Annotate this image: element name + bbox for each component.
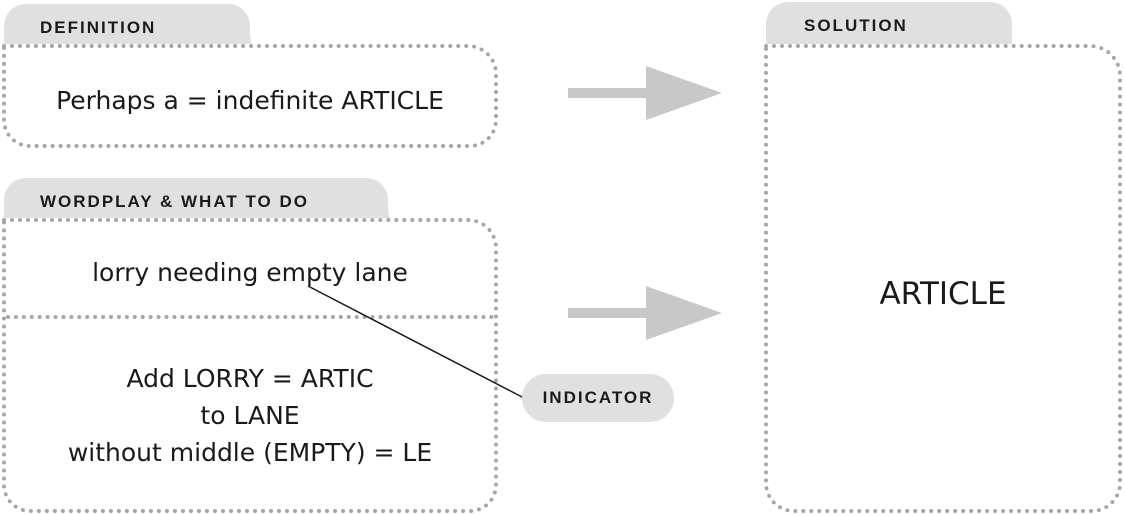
solution-answer: ARTICLE (879, 276, 1007, 312)
wordplay-arrow-icon (568, 286, 722, 340)
wordplay-label: WORDPLAY & WHAT TO DO (40, 192, 309, 211)
solution-label: SOLUTION (804, 16, 908, 35)
wordplay-step-1: Add LORRY = ARTIC (126, 364, 374, 393)
solution-box: ARTICLE (764, 44, 1122, 513)
definition-label: DEFINITION (40, 18, 157, 37)
wordplay-divider (6, 315, 494, 319)
definition-arrow-icon (568, 66, 722, 120)
indicator-label: INDICATOR (542, 388, 654, 407)
indicator-badge: INDICATOR (522, 374, 674, 422)
wordplay-clue-text: lorry needing empty lane (92, 258, 408, 287)
definition-box: Perhaps a = indefinite ARTICLE (2, 44, 498, 148)
wordplay-box: lorry needing empty lane Add LORRY = ART… (2, 218, 498, 513)
wordplay-step-3: without middle (EMPTY) = LE (67, 438, 433, 467)
definition-text: Perhaps a = indefinite ARTICLE (56, 86, 444, 115)
wordplay-step-2: to LANE (200, 401, 300, 430)
